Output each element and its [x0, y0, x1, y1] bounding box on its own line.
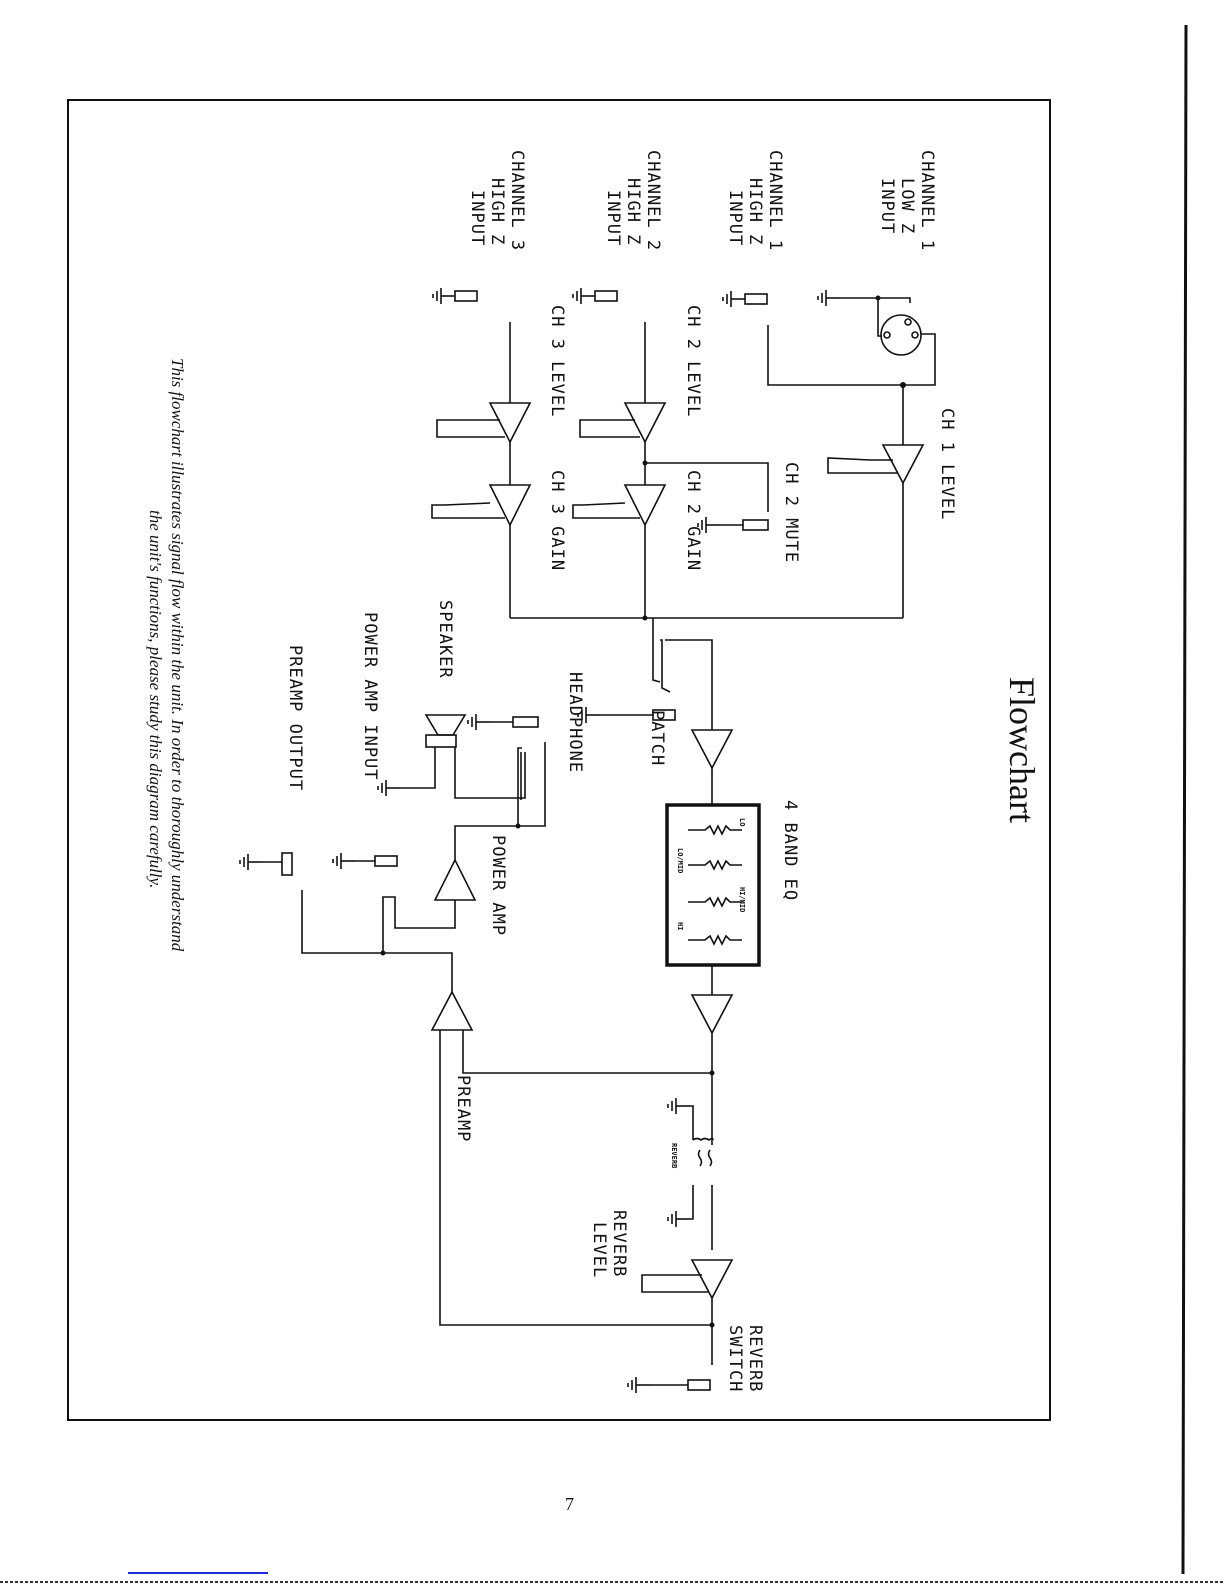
- label-ch1-high-z: CHANNEL 1 HIGH Z INPUT: [725, 150, 785, 251]
- label-reverb-level: REVERB LEVEL: [589, 1210, 629, 1278]
- jack-patch: [577, 618, 713, 730]
- svg-text:HIGH Z: HIGH Z: [487, 178, 507, 245]
- amp-ch2-gain: [623, 484, 667, 527]
- jack-ch1-high-z: [722, 290, 903, 386]
- amp-reverb-level: [641, 1259, 734, 1365]
- label-headphone: HEADPHONE: [565, 672, 585, 773]
- svg-text:HIGH Z: HIGH Z: [623, 178, 643, 245]
- caption-line-1: This flowchart illustrates signal flow w…: [168, 358, 187, 952]
- svg-text:SWITCH: SWITCH: [725, 1325, 745, 1392]
- jack-preamp-output: [239, 852, 293, 876]
- label-ch3-high-z: CHANNEL 3 HIGH Z INPUT: [467, 150, 527, 251]
- label-ch2-gain: CH 2 GAIN: [683, 470, 703, 571]
- jack-reverb-switch: [627, 1376, 711, 1394]
- amp-pre-eq: [690, 729, 734, 770]
- svg-text:CHANNEL 2: CHANNEL 2: [643, 150, 663, 251]
- label-reverb-tank: REVERB: [670, 1143, 678, 1168]
- eq-band-hi-mid: HI/MID: [738, 887, 746, 912]
- svg-text:INPUT: INPUT: [877, 178, 897, 234]
- page-number: 7: [565, 1494, 574, 1514]
- eq-band-lo-mid: LO/MID: [676, 848, 684, 873]
- eq-band-lo: LO: [738, 818, 746, 826]
- svg-text:CHANNEL 1: CHANNEL 1: [765, 150, 785, 251]
- preamp-feed: [462, 1030, 712, 1074]
- svg-text:INPUT: INPUT: [603, 190, 623, 246]
- label-ch2-mute: CH 2 MUTE: [781, 462, 801, 563]
- amp-ch2-level: [623, 402, 667, 444]
- reverb-return: [439, 1030, 712, 1326]
- label-4-band-eq: 4 BAND EQ: [780, 800, 800, 901]
- amp-ch1-level: [827, 385, 925, 618]
- preamp-out-bus: [301, 890, 453, 992]
- label-ch1-low-z: CHANNEL 1 LOW Z INPUT: [877, 150, 937, 251]
- chain-ch3: [431, 287, 532, 618]
- amp-ch3-level: [488, 402, 532, 444]
- label-ch1-level: CH 1 LEVEL: [937, 408, 957, 520]
- svg-text:HIGH Z: HIGH Z: [745, 178, 765, 245]
- label-patch: PATCH: [647, 710, 667, 766]
- svg-text:REVERB: REVERB: [745, 1325, 765, 1392]
- svg-text:LEVEL: LEVEL: [589, 1222, 609, 1278]
- label-ch2-high-z: CHANNEL 2 HIGH Z INPUT: [603, 150, 663, 251]
- eq-band-hi: HI: [676, 922, 684, 930]
- amp-power-amp: [433, 858, 477, 901]
- xlr-input-ch1: [817, 289, 936, 388]
- page-title: Flowchart: [1002, 677, 1042, 823]
- jack-power-amp-input: [332, 852, 456, 953]
- chain-ch2: [572, 287, 769, 618]
- label-preamp-output: PREAMP OUTPUT: [285, 645, 305, 791]
- svg-text:INPUT: INPUT: [725, 190, 745, 246]
- svg-text:INPUT: INPUT: [467, 190, 487, 246]
- speaker-icon: [377, 714, 526, 799]
- label-preamp: PREAMP: [453, 1075, 473, 1142]
- power-amp-out: [454, 742, 546, 860]
- eq-4-band: [665, 803, 761, 967]
- label-ch3-level: CH 3 LEVEL: [547, 305, 567, 417]
- caption-line-2: the unit's functions, please study this …: [146, 510, 165, 888]
- jack-headphone: [467, 713, 539, 826]
- label-power-amp-input: POWER AMP INPUT: [360, 612, 380, 781]
- page-edge-right: [1181, 24, 1188, 1575]
- label-power-amp: POWER AMP: [488, 835, 508, 936]
- amp-preamp: [430, 990, 474, 1031]
- svg-text:REVERB: REVERB: [609, 1210, 629, 1277]
- svg-text:CHANNEL 1: CHANNEL 1: [917, 150, 937, 251]
- label-reverb-switch: REVERB SWITCH: [725, 1325, 765, 1392]
- svg-text:LOW Z: LOW Z: [897, 178, 917, 234]
- amp-ch3-gain: [488, 484, 532, 527]
- jack-ch2-mute: [742, 519, 769, 531]
- label-ch2-level: CH 2 LEVEL: [683, 305, 703, 417]
- diagram-frame: [67, 99, 1051, 1421]
- svg-text:CHANNEL 3: CHANNEL 3: [507, 150, 527, 251]
- amp-post-eq: [690, 994, 734, 1035]
- label-ch3-gain: CH 3 GAIN: [547, 470, 567, 571]
- reverb-tank: [667, 1097, 714, 1250]
- label-speaker: SPEAKER: [435, 600, 455, 679]
